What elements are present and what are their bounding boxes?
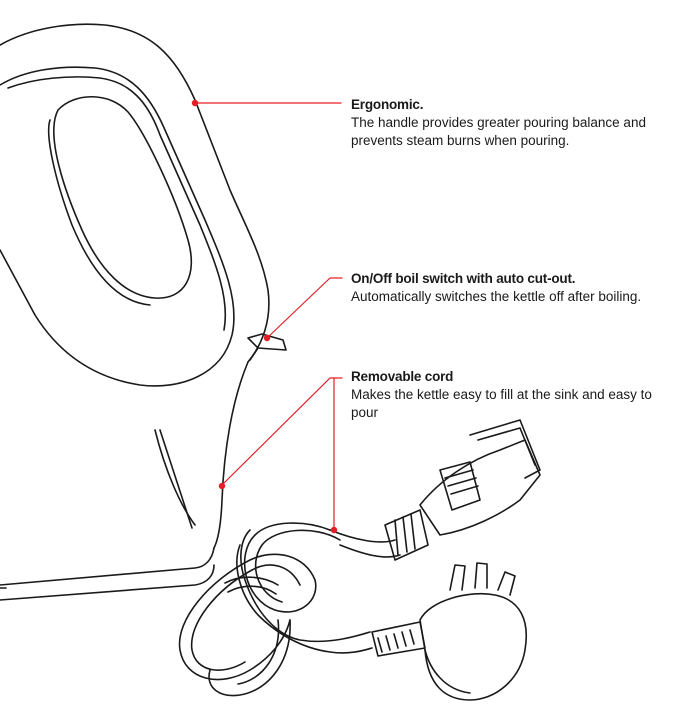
kettle-body	[0, 23, 270, 601]
callout-switch-title: On/Off boil switch with auto cut-out.	[351, 271, 576, 286]
kettle-handle	[0, 66, 235, 387]
callout-ergonomic-body: The handle provides greater pouring bala…	[351, 115, 646, 148]
appliance-connector	[329, 419, 541, 561]
callout-cord-body: Makes the kettle easy to fill at the sin…	[351, 387, 652, 420]
dot-ergonomic	[191, 99, 199, 107]
dot-kettle-base	[218, 482, 226, 490]
callout-switch: On/Off boil switch with auto cut-out. Au…	[351, 270, 671, 306]
dot-cord	[330, 526, 338, 534]
callout-cord-title: Removable cord	[351, 369, 454, 384]
leader-lines	[194, 102, 343, 531]
dot-switch	[263, 334, 271, 342]
leader-cord-kettle	[221, 377, 343, 486]
cord-coils	[178, 522, 373, 697]
handle-grip	[53, 95, 193, 299]
callout-switch-body: Automatically switches the kettle off af…	[351, 289, 642, 304]
leader-dots	[191, 99, 338, 534]
callout-cord: Removable cord Makes the kettle easy to …	[351, 368, 671, 422]
leader-switch	[266, 277, 343, 339]
callout-ergonomic-title: Ergonomic.	[351, 97, 424, 112]
wall-plug	[371, 562, 527, 701]
callout-ergonomic: Ergonomic. The handle provides greater p…	[351, 96, 671, 150]
boil-switch	[247, 333, 287, 361]
